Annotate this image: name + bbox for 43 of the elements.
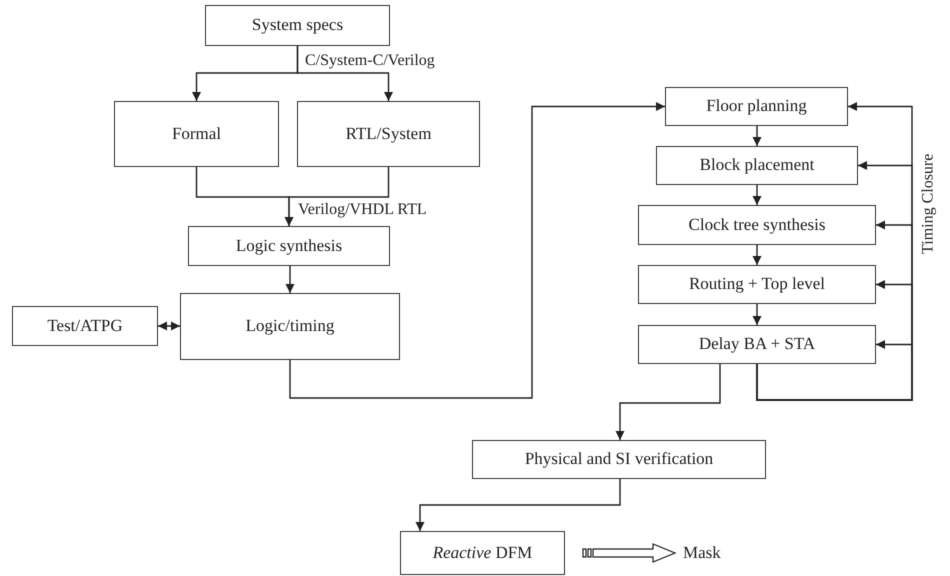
box-label: System specs (252, 16, 344, 35)
arrow (752, 185, 762, 205)
box-label: Clock tree synthesis (688, 216, 826, 234)
box-label: Routing + Top level (688, 275, 826, 294)
arrow (284, 167, 390, 226)
box-label: Logic/timing (246, 317, 334, 336)
arrow (756, 340, 913, 401)
process-box (638, 205, 876, 245)
arrow (296, 46, 393, 101)
arrow (158, 322, 180, 330)
box-label: RTL/System (346, 124, 432, 144)
box-label: Logic synthesis (236, 236, 342, 256)
arrow (752, 304, 762, 325)
process-box (472, 440, 766, 479)
box-label: Reactive DFM (432, 544, 532, 562)
flow-label: C/System-C/Verilog (305, 52, 435, 70)
process-box (656, 146, 858, 185)
process-box (297, 101, 480, 167)
process-box (665, 87, 848, 126)
arrow (752, 245, 762, 265)
process-box (180, 293, 400, 360)
arrow (616, 364, 721, 440)
box-label: Delay BA + STA (698, 335, 816, 354)
arrow (289, 102, 665, 399)
flow-label: Verilog/VHDL RTL (298, 201, 427, 219)
process-box (188, 226, 390, 266)
hollow-arrow (582, 543, 677, 563)
process-box (114, 101, 279, 167)
box-label: Physical and SI verification (524, 450, 714, 469)
arrow (752, 126, 762, 146)
process-box (12, 306, 158, 346)
process-box (638, 265, 876, 304)
box-label: Floor planning (706, 97, 807, 116)
output-label: Mask (683, 544, 721, 562)
box-label: Formal (172, 124, 222, 144)
process-box (205, 5, 390, 46)
process-box (638, 325, 876, 364)
box-label: Block placement (700, 156, 814, 175)
loop-label: Timing Closure (919, 154, 937, 254)
process-box (400, 531, 565, 575)
arrow (286, 266, 294, 293)
box-label: Test/ATPG (47, 316, 123, 336)
arrow (416, 479, 621, 531)
